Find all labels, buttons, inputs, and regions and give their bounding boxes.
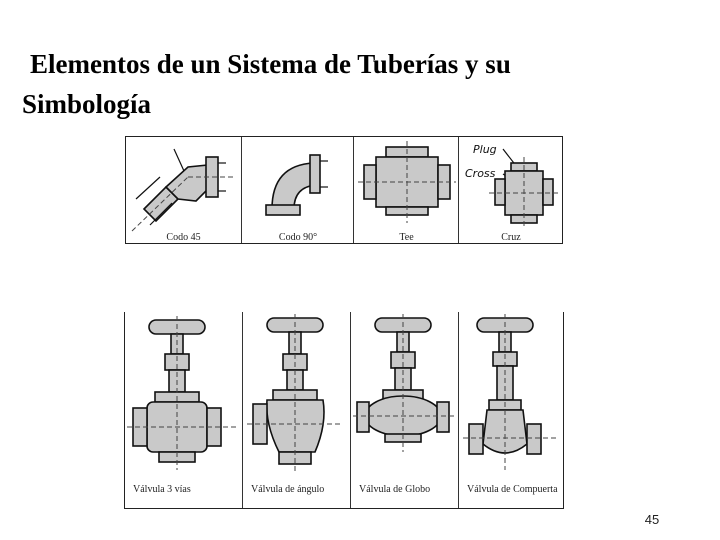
elbow-90-drawing	[265, 154, 328, 216]
page-number: 45	[644, 512, 660, 527]
fitting-elbow-45: Codo 45	[126, 137, 241, 243]
cross-label: Cross	[465, 167, 496, 180]
tee-drawing	[358, 141, 456, 223]
fitting-elbow-90: Codo 90°	[241, 137, 354, 243]
plug-label: Plug	[473, 143, 497, 156]
valve-angle-drawing	[247, 314, 343, 472]
fittings-figure: Codo 45 Codo 90° Tee Plug Cross	[125, 136, 563, 244]
valve-globe: Válvula de Globo	[350, 312, 459, 508]
fitting-caption-elbow-45: Codo 45	[166, 232, 201, 243]
fitting-caption-elbow-90: Codo 90°	[278, 232, 318, 243]
fitting-cross: Plug Cross Cruz	[458, 137, 563, 243]
valve-gate: Válvula de Compuerta	[458, 312, 564, 508]
cross-drawing: Plug Cross	[465, 143, 559, 229]
slide-title: Elementos de un Sistema de Tuberías y su…	[22, 44, 662, 124]
valve-caption-3-way: Válvula 3 vías	[133, 484, 191, 495]
fitting-caption-cross: Cruz	[501, 232, 521, 243]
valve-caption-gate: Válvula de Compuerta	[467, 484, 558, 495]
slide-title-line-2: Simbología	[22, 89, 152, 119]
valve-3-way: Válvula 3 vías	[125, 312, 242, 508]
fitting-tee: Tee	[353, 137, 459, 243]
valve-gate-drawing	[463, 314, 559, 470]
elbow-45-drawing	[131, 148, 234, 232]
valves-figure: Válvula 3 vías Válvula de ángulo	[124, 312, 564, 509]
valve-angle: Válvula de ángulo	[242, 312, 351, 508]
valve-caption-angle: Válvula de ángulo	[251, 484, 325, 495]
valve-3-way-drawing	[127, 316, 237, 470]
valve-globe-drawing	[353, 314, 457, 452]
valve-caption-globe: Válvula de Globo	[359, 484, 431, 495]
fitting-caption-tee: Tee	[399, 232, 414, 243]
slide-title-line-1: Elementos de un Sistema de Tuberías y su	[30, 49, 511, 79]
